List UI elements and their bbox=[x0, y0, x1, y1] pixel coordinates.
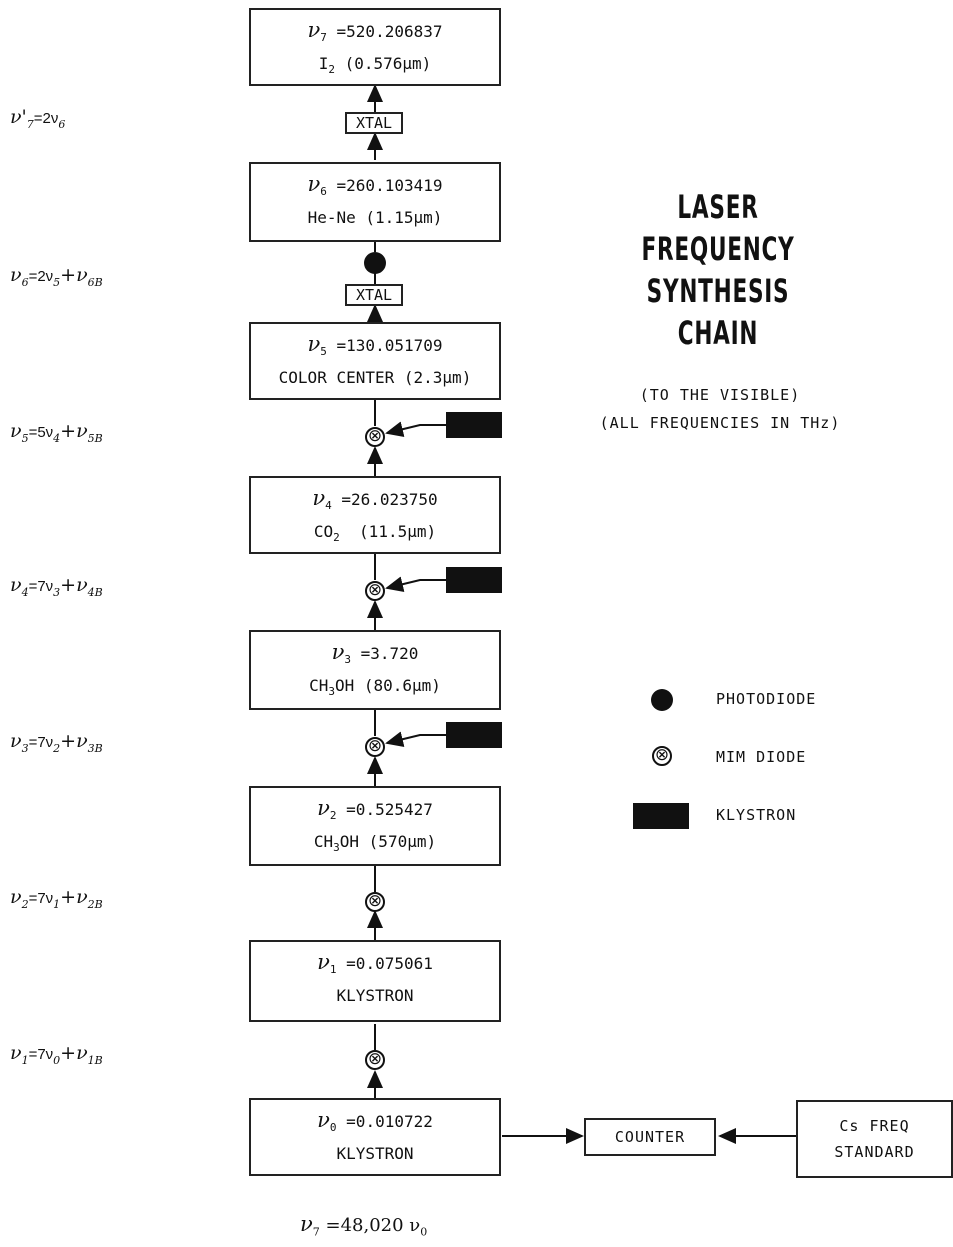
stage-box-nu0: ν0 =0.010722 KLYSTRON bbox=[249, 1098, 501, 1176]
footer-equation: ν7 =48,020 ν0 bbox=[300, 1212, 428, 1239]
mim-diode-icon: ⊗ bbox=[365, 1050, 385, 1070]
stage-source: I bbox=[318, 54, 329, 73]
stage-box-nu6: ν6 =260.103419 He-Ne (1.15μm) bbox=[249, 162, 501, 242]
stage-wavelength: (1.15μm) bbox=[365, 208, 443, 227]
stage-box-nu4: ν4 =26.023750 CO2 (11.5μm) bbox=[249, 476, 501, 554]
relation-nu6: ν6=2ν5+ν6B bbox=[10, 264, 103, 289]
stage-box-nu1: ν1 =0.075061 KLYSTRON bbox=[249, 940, 501, 1022]
stage-wavelength: (11.5μm) bbox=[359, 522, 437, 541]
counter-box: COUNTER bbox=[584, 1118, 716, 1156]
relation-nu4: ν4=7ν3+ν4B bbox=[10, 574, 103, 599]
relation-nu2: ν2=7ν1+ν2B bbox=[10, 886, 103, 911]
stage-source: He-Ne bbox=[307, 208, 356, 227]
stage-wavelength: (570μm) bbox=[368, 832, 437, 851]
klystron-icon bbox=[446, 412, 502, 438]
relation-nu1: ν1=7ν0+ν1B bbox=[10, 1042, 103, 1067]
stage-box-nu3: ν3 =3.720 CH3OH (80.6μm) bbox=[249, 630, 501, 710]
klystron-icon bbox=[446, 567, 502, 593]
subtitle-line-2: (ALL FREQUENCIES IN THz) bbox=[599, 414, 841, 432]
legend-klystron-label: KLYSTRON bbox=[716, 806, 797, 824]
mim-diode-icon: ⊗ bbox=[365, 892, 385, 912]
stage-source: KLYSTRON bbox=[336, 986, 414, 1005]
stage-frequency: =0.010722 bbox=[346, 1112, 433, 1131]
diagram-title: LASER FREQUENCY SYNTHESIS CHAIN bbox=[641, 188, 795, 352]
stage-frequency: =520.206837 bbox=[336, 22, 443, 41]
photodiode-icon bbox=[364, 252, 386, 274]
stage-box-nu2: ν2 =0.525427 CH3OH (570μm) bbox=[249, 786, 501, 866]
legend-mim-diode-label: MIM DIODE bbox=[716, 748, 807, 766]
stage-frequency: =260.103419 bbox=[336, 176, 443, 195]
stage-source: CH bbox=[309, 676, 329, 695]
mim-diode-icon: ⊗ bbox=[365, 581, 385, 601]
stage-box-nu7: ν7 =520.206837 I2 (0.576μm) bbox=[249, 8, 501, 86]
stage-symbol: ν bbox=[307, 18, 321, 42]
legend-photodiode-icon bbox=[651, 689, 673, 711]
stage-frequency: =26.023750 bbox=[341, 490, 438, 509]
stage-frequency: =130.051709 bbox=[336, 336, 443, 355]
stage-source: KLYSTRON bbox=[336, 1144, 414, 1163]
mim-diode-icon: ⊗ bbox=[365, 427, 385, 447]
relation-nu7: ν'7=2ν6 bbox=[10, 106, 66, 131]
relation-nu5: ν5=5ν4+ν5B bbox=[10, 420, 103, 445]
stage-source: CO bbox=[313, 522, 334, 541]
legend-mim-diode-icon: ⊗ bbox=[652, 746, 672, 766]
xtal-box-top: XTAL bbox=[345, 112, 403, 134]
stage-wavelength: (0.576μm) bbox=[344, 54, 432, 73]
stage-box-nu5: ν5 =130.051709 COLOR CENTER (2.3μm) bbox=[249, 322, 501, 400]
cs-frequency-standard-box: Cs FREQ STANDARD bbox=[796, 1100, 953, 1178]
stage-wavelength: (80.6μm) bbox=[363, 676, 441, 695]
stage-source: COLOR CENTER bbox=[278, 368, 395, 387]
subtitle-line-1: (TO THE VISIBLE) bbox=[639, 386, 801, 404]
mim-diode-icon: ⊗ bbox=[365, 737, 385, 757]
legend-klystron-icon bbox=[633, 803, 689, 829]
stage-frequency: =3.720 bbox=[360, 644, 419, 663]
stage-frequency: =0.525427 bbox=[346, 800, 433, 819]
relation-nu3: ν3=7ν2+ν3B bbox=[10, 730, 103, 755]
stage-wavelength: (2.3μm) bbox=[403, 368, 472, 387]
stage-source: CH bbox=[313, 832, 334, 851]
stage-frequency: =0.075061 bbox=[346, 954, 433, 973]
legend-photodiode-label: PHOTODIODE bbox=[716, 690, 817, 708]
klystron-icon bbox=[446, 722, 502, 748]
xtal-box-bottom: XTAL bbox=[345, 284, 403, 306]
